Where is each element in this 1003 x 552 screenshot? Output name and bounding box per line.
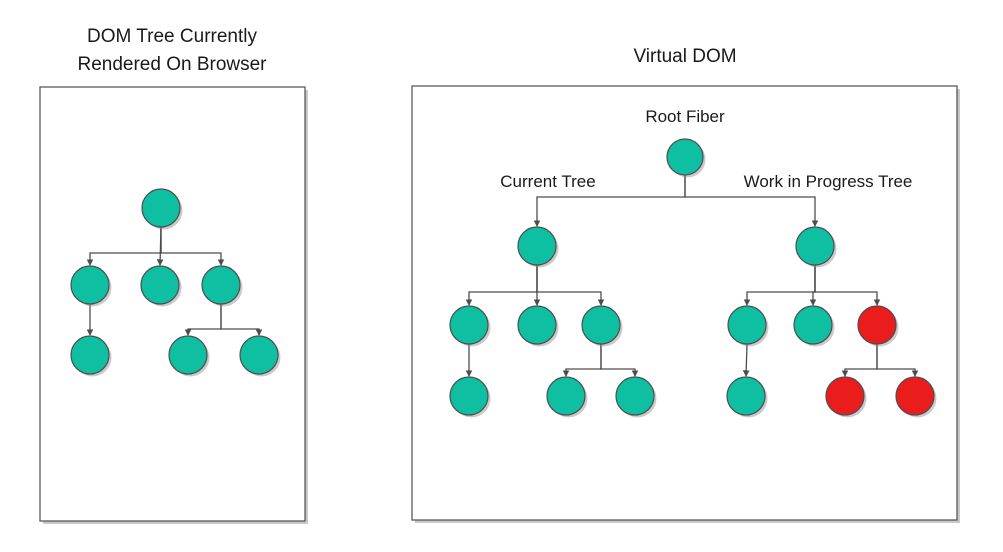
tree-node-L-a1[interactable] bbox=[70, 335, 110, 375]
tree-node-C-a1[interactable] bbox=[449, 376, 489, 416]
tree-node-W-c2[interactable] bbox=[895, 376, 935, 416]
edge-C-c-C-c2 bbox=[600, 344, 639, 378]
left-panel-title-line2: Rendered On Browser bbox=[77, 54, 267, 75]
edge-L-c-L-c2 bbox=[220, 304, 263, 337]
tree-node-V-root[interactable] bbox=[666, 138, 704, 176]
edge-root-fiber-W-root bbox=[684, 175, 819, 228]
tree-node-C-root[interactable] bbox=[517, 226, 557, 266]
left-panel-title-line1: DOM Tree Currently bbox=[87, 26, 257, 47]
edge-C-root-C-c bbox=[536, 265, 605, 307]
tree-node-W-a[interactable] bbox=[727, 305, 767, 345]
tree-node-W-c[interactable] bbox=[857, 305, 897, 345]
tree-node-L-a[interactable] bbox=[70, 265, 110, 305]
tree-node-W-c1[interactable] bbox=[825, 376, 865, 416]
tree-node-C-c[interactable] bbox=[581, 305, 621, 345]
tree-node-W-a1[interactable] bbox=[726, 376, 766, 416]
tree-node-C-c2[interactable] bbox=[615, 376, 655, 416]
tree-node-L-b[interactable] bbox=[140, 265, 180, 305]
tree-node-L-c2[interactable] bbox=[239, 335, 279, 375]
root-fiber-label: Root Fiber bbox=[645, 107, 725, 126]
work-in-progress-tree-label: Work in Progress Tree bbox=[744, 172, 913, 191]
current-tree-label: Current Tree bbox=[500, 172, 595, 191]
tree-node-C-b[interactable] bbox=[517, 305, 557, 345]
tree-node-W-root[interactable] bbox=[795, 226, 835, 266]
tree-node-C-a[interactable] bbox=[449, 305, 489, 345]
tree-node-L-root[interactable] bbox=[141, 188, 181, 228]
edge-W-root-W-c bbox=[814, 265, 881, 307]
edge-L-root-L-c bbox=[160, 227, 225, 267]
edges-layer bbox=[86, 175, 919, 378]
tree-node-L-c1[interactable] bbox=[168, 335, 208, 375]
right-panel-title: Virtual DOM bbox=[633, 46, 736, 67]
edge-W-c-W-c2 bbox=[876, 344, 919, 378]
tree-node-L-c[interactable] bbox=[201, 265, 241, 305]
nodes-layer bbox=[70, 138, 937, 418]
tree-node-W-b[interactable] bbox=[793, 305, 833, 345]
tree-node-C-c1[interactable] bbox=[546, 376, 586, 416]
edge-W-a-W-a1 bbox=[742, 343, 750, 378]
left-panel-box bbox=[39, 86, 306, 522]
